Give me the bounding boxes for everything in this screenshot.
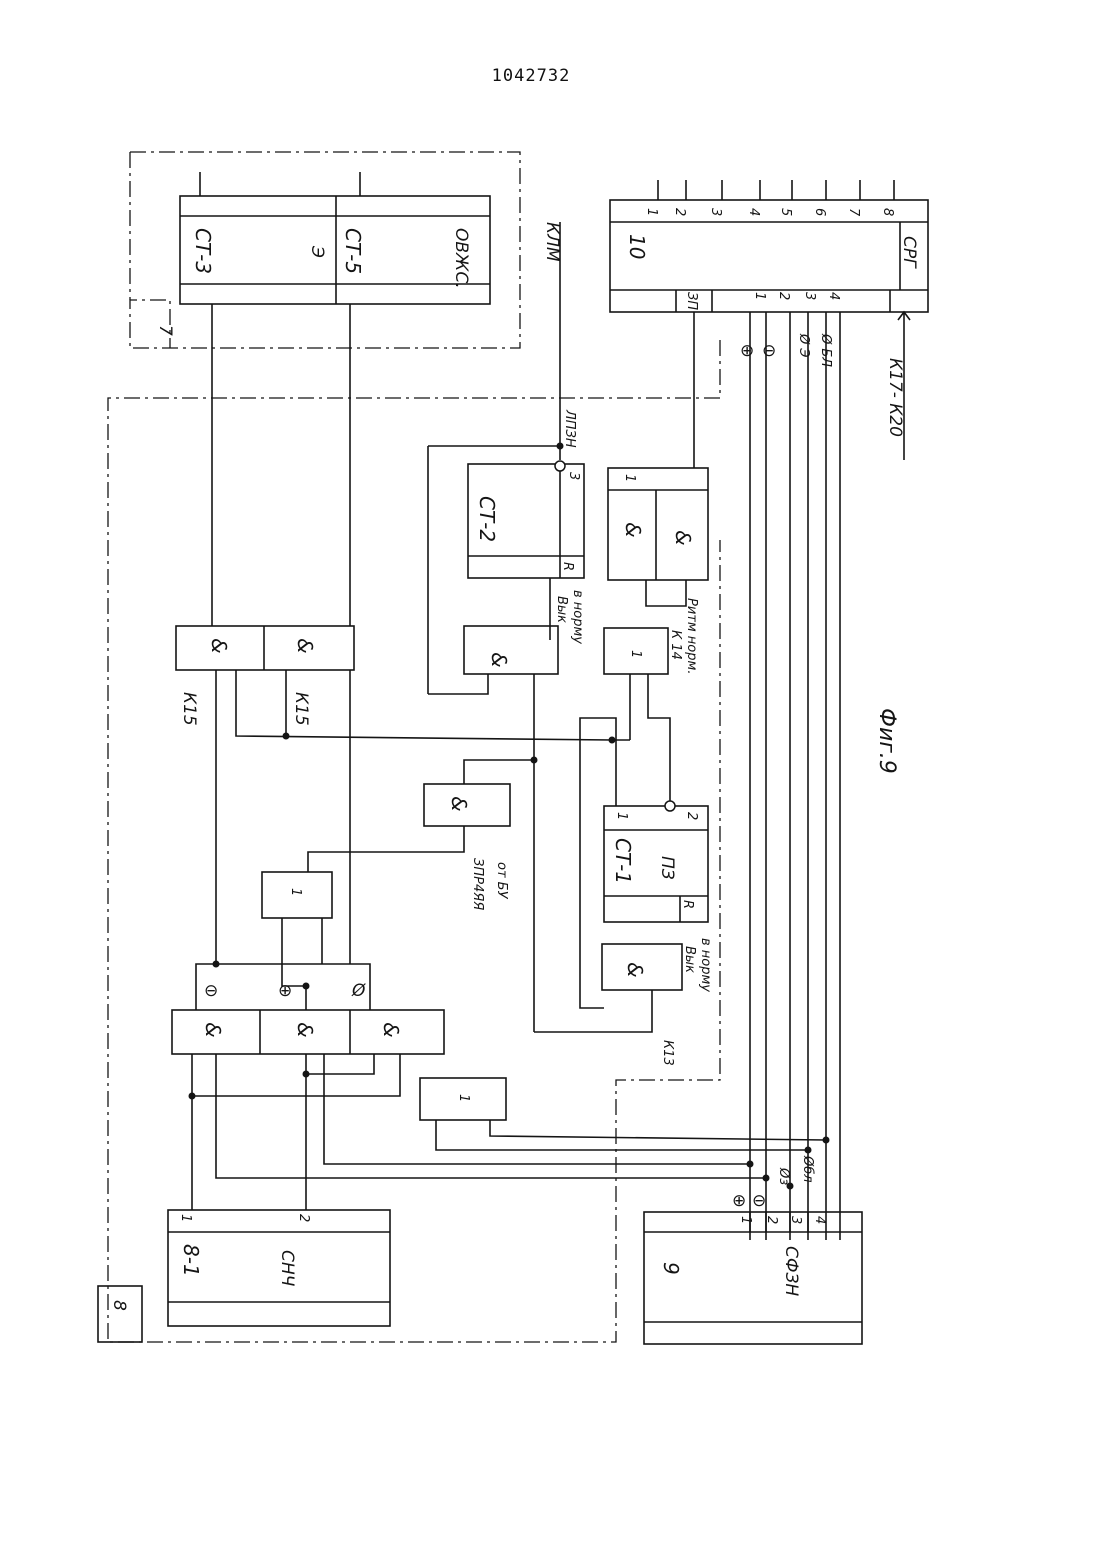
and-upper-1: & [207,638,231,654]
b9-pin-1: 1 [738,1216,753,1224]
st3-st5-counter [180,196,490,304]
figure-caption: Фиг.9 [874,708,899,774]
ritm-norm-label: Ритм норм. [684,598,699,674]
and-tri-1: & [201,1022,225,1038]
b10-out-4: 4 [746,208,761,216]
ct1-label: СТ-1 [611,838,635,884]
b10-in-3: 3 [802,292,817,300]
ovzhs-label: ОВЖС. [451,228,471,289]
v-normu-label-2: в норму [698,938,713,992]
zp-label: ЗП [684,292,699,310]
block-10-number: 10 [625,234,649,259]
b10-in-4: 4 [826,292,841,300]
ot-bu-label: от БУ [494,862,509,900]
or-lower-label: 1 [456,1094,471,1102]
sfzn-label: СФЗН [781,1246,801,1296]
bus-minus-low: ⊖ [752,1191,766,1211]
zpr-label: ЗПР4ЯЯ [470,858,485,910]
v-normu-label-1: в норму [570,590,585,644]
ct2-r: R [560,562,575,571]
srg-label: СРГ [899,236,919,269]
b9-pin-4: 4 [812,1216,827,1224]
bus-phi-bl-low: Øбл [800,1155,815,1183]
bus-lines: ⊕ ⊖ Ø Э Ø БЛ [740,312,840,1240]
ct1-pin1: 1 [614,812,629,820]
b10-out-3: 3 [708,208,723,216]
tri-minus: ⊖ [204,981,218,1001]
bus-minus: ⊖ [762,341,776,361]
b10-out-7: 7 [846,208,861,217]
b10-out-2: 2 [672,208,687,216]
b10-out-5: 5 [778,208,793,216]
tri-plus: ⊕ [278,981,292,1001]
ct1-r: R [680,900,695,909]
block-10-frame [610,200,928,312]
or-top-label: 1 [622,474,637,482]
and-upper-2: & [293,638,317,654]
k15-label-b: К15 [291,692,311,726]
b10-out-8: 8 [880,208,895,216]
b8-in-2: 2 [296,1214,311,1222]
and-zpr-label: & [447,796,471,812]
pz-label: ПЗ [657,856,677,880]
b10-out-6: 6 [812,208,827,216]
bus-plus-low: ⊕ [732,1191,746,1211]
e-label: Э [307,245,327,258]
ct2-in3: 3 [566,472,581,480]
block-7: 7 СТ-3 Э СТ-5 ОВЖС. [130,152,520,348]
block-7-number: 7 [155,325,175,336]
and-ct1-label: & [623,962,647,978]
vyk-label-2: Вык [682,946,697,973]
k15-label-a: К15 [179,692,199,726]
k13-label: К13 [660,1040,675,1066]
or-mid-label: 1 [628,650,643,658]
bus-phi-bl: Ø БЛ [818,333,833,367]
and-tri-3: & [379,1022,403,1038]
lpzn-label: ЛПЗН [562,409,577,448]
snch-label: СНЧ [277,1250,297,1287]
b9-pin-3: 3 [788,1216,803,1224]
ct2-label: СТ-2 [475,496,499,542]
block-9: 1 2 3 4 9 СФЗН [644,1212,862,1344]
klm-label: КЛМ [542,222,562,262]
dual-and-top: & & [176,304,354,670]
tri-zero: Ø [351,981,366,1001]
st5-label: СТ-5 [341,228,365,274]
and-top-2: & [671,530,695,546]
and-tri-2: & [293,1022,317,1038]
block-9-number: 9 [659,1262,683,1275]
and-top-1: & [621,522,645,538]
or-left-label: 1 [288,888,303,896]
block-8-1: 1 2 8-1 СНЧ 8 [98,1210,390,1342]
b8-in-1: 1 [178,1214,193,1222]
and-ct2-label: & [487,652,511,668]
bus-phi-e: Ø Э [796,333,811,357]
k14-label: К 14 [668,630,683,660]
and-or-pair-top: 1 & & [608,312,708,580]
b8-1-label: 8-1 [179,1244,203,1277]
b9-pin-2: 2 [764,1216,779,1224]
bus-phi-z: Øз [776,1167,791,1185]
st3-label: СТ-3 [191,228,215,274]
b10-out-1: 1 [644,208,659,216]
k17-k20-label: К17- К20 [885,358,905,437]
block-10: 1 2 3 4 5 6 7 8 10 СРГ ЗП 1 2 3 4 [610,180,928,336]
block-10-outputs: 1 2 3 4 5 6 7 8 [644,180,895,217]
ct1-pin2: 2 [684,812,699,820]
bus-plus: ⊕ [740,341,754,361]
b10-in-2: 2 [776,292,791,300]
vyk-label-1: Вык [554,596,569,623]
b10-in-1: 1 [752,292,767,300]
block-8-number: 8 [109,1300,129,1311]
